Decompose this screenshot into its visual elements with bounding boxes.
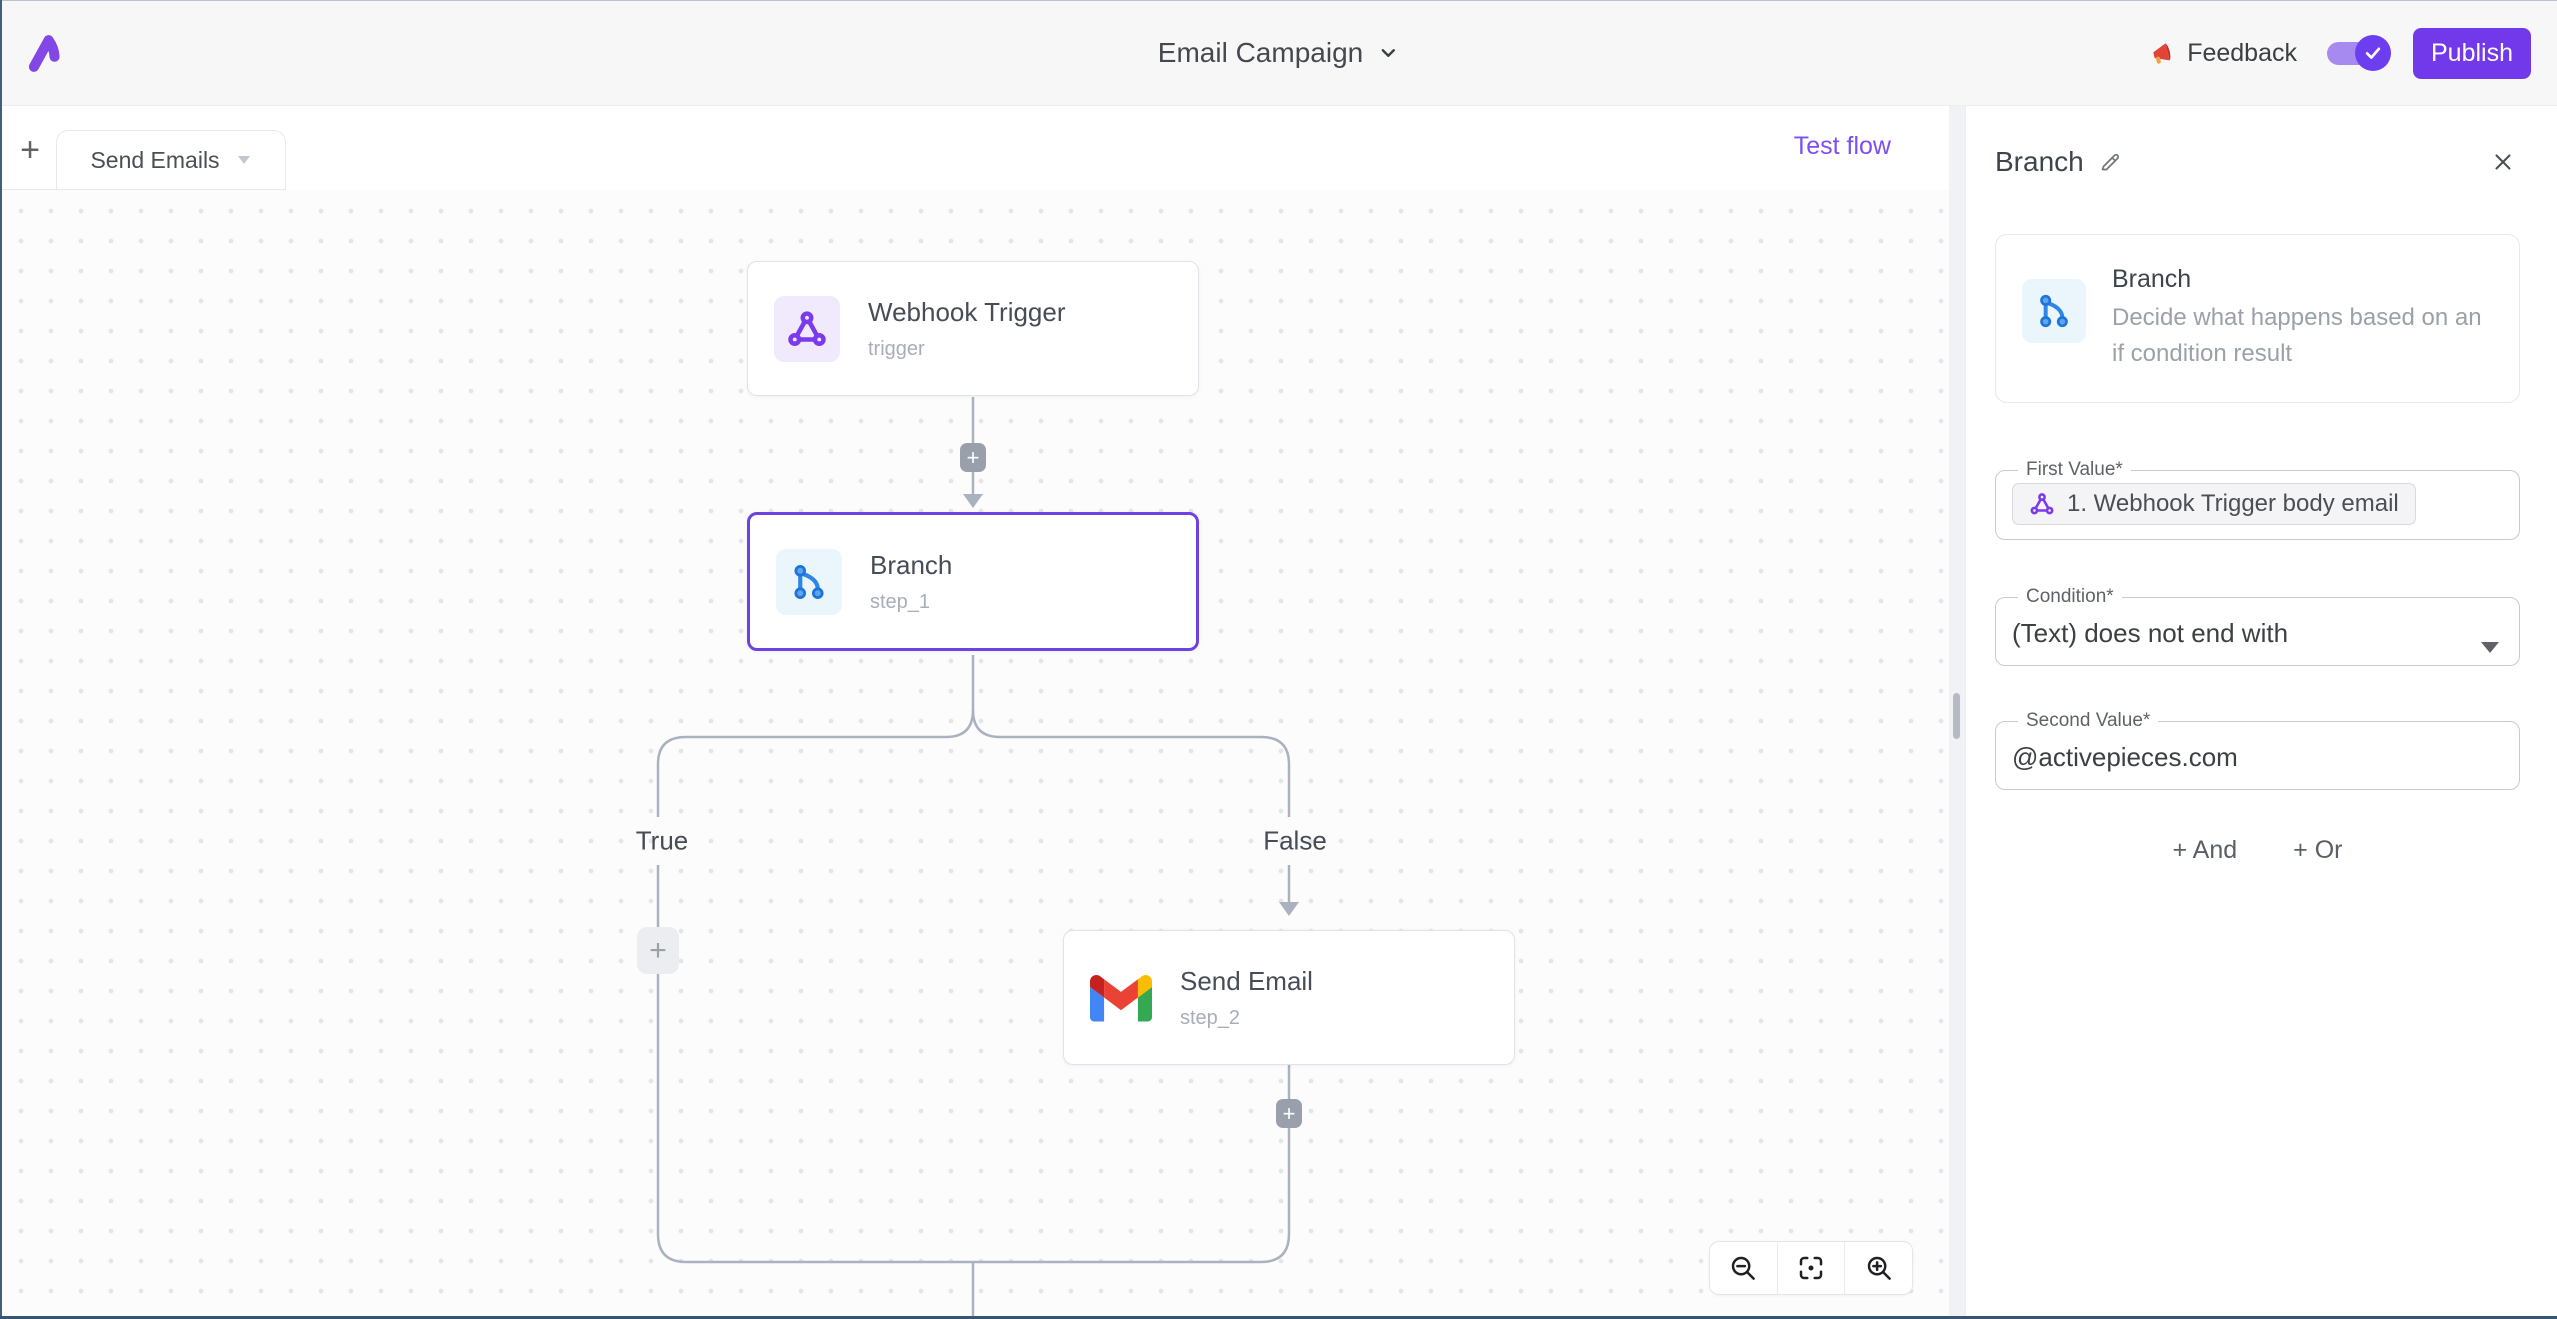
close-panel-button[interactable] [2486, 145, 2520, 179]
fit-view-icon [1799, 1256, 1823, 1280]
branch-iconbox [776, 548, 842, 615]
add-or-condition-button[interactable]: + Or [2293, 836, 2343, 864]
condition-selected-value: (Text) does not end with [2012, 618, 2289, 648]
branch-iconbox [2022, 279, 2086, 343]
step-settings-panel: Branch [1965, 106, 2557, 1319]
test-flow-button[interactable]: Test flow [1793, 132, 1891, 160]
add-and-condition-button[interactable]: + And [2172, 836, 2238, 864]
feedback-link[interactable]: Feedback [2149, 39, 2297, 68]
flow-tab-label: Send Emails [90, 146, 220, 173]
chevron-down-icon [1381, 49, 1395, 57]
flow-tab-bar: + Send Emails Test flow [0, 106, 1949, 190]
first-value-field[interactable]: First Value* 1. Webhook Trigger body ema… [1995, 459, 2520, 540]
add-step-button-after-send-email[interactable]: + [1276, 1099, 1302, 1128]
canvas-panel-gutter [1949, 106, 1965, 1319]
piece-description: Decide what happens based on an if condi… [2112, 304, 2482, 367]
piece-info-card: Branch Decide what happens based on an i… [1995, 234, 2520, 403]
zoom-out-button[interactable] [1710, 1242, 1777, 1294]
feedback-label: Feedback [2187, 38, 2297, 67]
flow-tab-send-emails[interactable]: Send Emails [56, 130, 286, 190]
first-value-label: First Value* [2026, 459, 2123, 480]
add-step-button-true-branch[interactable]: + [637, 927, 679, 974]
fit-view-button[interactable] [1776, 1242, 1845, 1294]
flow-title: Email Campaign [1157, 37, 1364, 68]
node-title: Send Email [1180, 965, 1313, 996]
zoom-out-icon [1732, 1256, 1756, 1280]
node-branch[interactable]: Branch step_1 [747, 512, 1199, 651]
rename-step-button[interactable] [2098, 150, 2122, 174]
node-send-email[interactable]: Send Email step_2 [1063, 930, 1515, 1065]
panel-header: Branch [1995, 144, 2520, 180]
first-value-token-text: 1. Webhook Trigger body email [2067, 490, 2399, 517]
first-value-token-chip[interactable]: 1. Webhook Trigger body email [2012, 483, 2416, 525]
header-actions: Feedback Publish [2149, 0, 2531, 106]
flow-title-menu[interactable]: Email Campaign [1158, 0, 1399, 106]
piece-name: Branch [2112, 265, 2192, 293]
flow-enabled-toggle[interactable] [2327, 35, 2391, 71]
second-value-field[interactable]: Second Value* @activepieces.com [1995, 710, 2520, 790]
webhook-icon [788, 310, 826, 346]
node-step-name: step_1 [870, 590, 931, 613]
gmail-icon [1090, 974, 1152, 1021]
second-value-label: Second Value* [2026, 710, 2151, 731]
select-caret-icon [2481, 642, 2499, 653]
window-edge-left [0, 0, 2, 1319]
branch-icon [794, 564, 824, 599]
branch-true-label: True [635, 825, 689, 856]
node-title: Branch [870, 549, 953, 580]
condition-select[interactable]: Condition* (Text) does not end with [1995, 586, 2520, 666]
webhook-icon [2030, 493, 2054, 515]
flow-canvas[interactable]: + Send Emails Test flow [0, 106, 1949, 1319]
megaphone-icon [2153, 43, 2171, 64]
zoom-in-icon [1867, 1256, 1891, 1280]
publish-button[interactable]: Publish [2413, 27, 2531, 79]
activepieces-logo-icon[interactable] [22, 32, 66, 76]
tab-chevron-down-icon [237, 156, 250, 164]
second-value-input-value: @activepieces.com [2012, 742, 2238, 772]
close-icon [2495, 154, 2511, 170]
condition-group-actions: + And + Or [1995, 836, 2520, 865]
canvas-scrollbar-thumb[interactable] [1953, 693, 1960, 739]
flow-connectors [656, 397, 1299, 1319]
node-step-name: trigger [868, 337, 925, 360]
canvas-zoom-toolbar [1709, 1241, 1913, 1295]
toggle-knob-check-icon [2355, 35, 2391, 71]
add-step-button-after-trigger[interactable]: + [960, 443, 986, 472]
pencil-icon [2101, 154, 2119, 171]
window-edge-top [0, 0, 2557, 1]
node-title: Webhook Trigger [868, 296, 1066, 327]
node-step-name: step_2 [1180, 1006, 1241, 1029]
top-header: Email Campaign Feedback [0, 0, 2557, 106]
panel-step-title: Branch [1995, 146, 2084, 177]
node-webhook-trigger[interactable]: Webhook Trigger trigger [747, 261, 1199, 396]
zoom-in-button[interactable] [1844, 1242, 1912, 1294]
window-edge-bottom [0, 1316, 2557, 1319]
condition-label: Condition* [2026, 586, 2114, 607]
add-flow-tab-button[interactable]: + [12, 132, 48, 168]
branch-icon [2040, 294, 2068, 328]
branch-false-label: False [1263, 825, 1327, 856]
webhook-iconbox [774, 295, 840, 362]
